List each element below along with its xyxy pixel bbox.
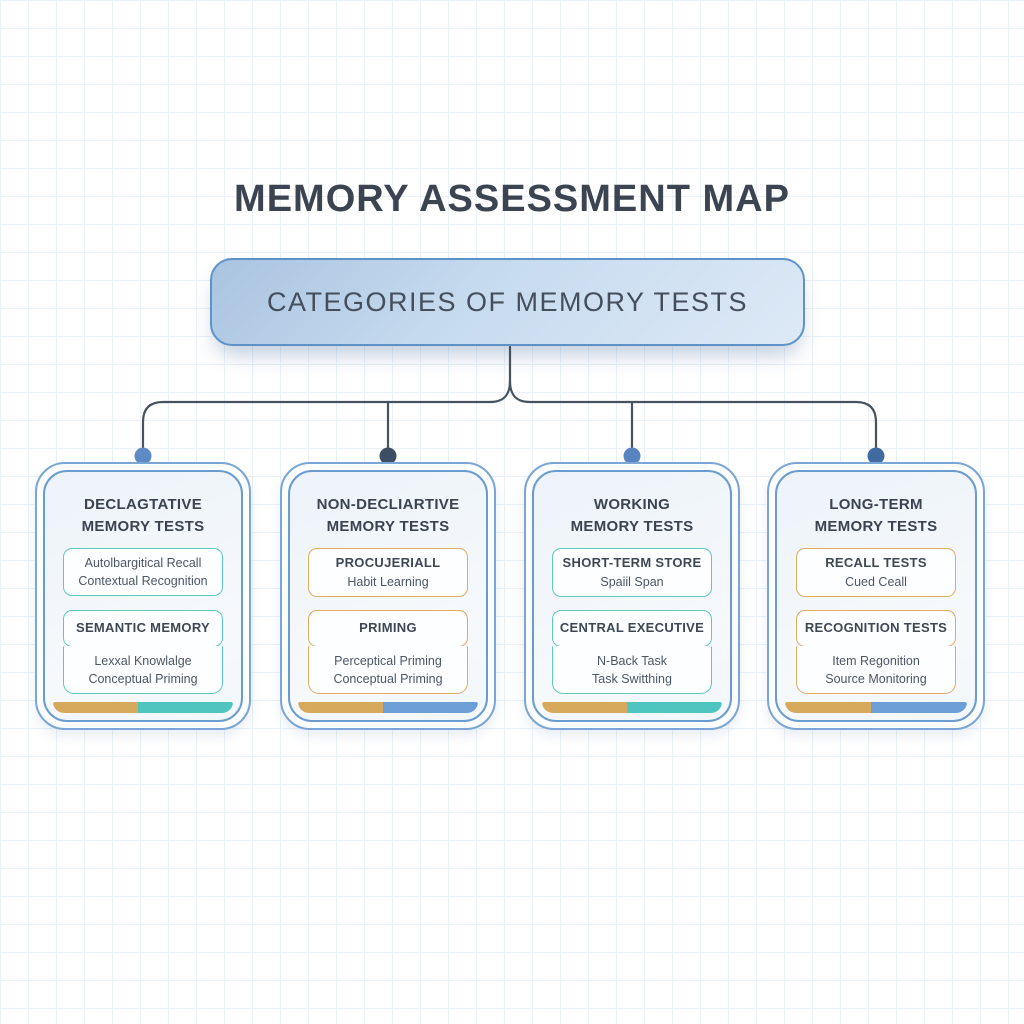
test-box-recall-tests: RECALL TESTS Cued Ceall <box>796 548 956 597</box>
connector-stem-left <box>141 345 512 449</box>
accent-bar-teal-segment <box>137 702 233 713</box>
card-title-line2: MEMORY TESTS <box>570 517 694 535</box>
card-title-line1: DECLAGTATIVE <box>83 496 203 513</box>
test-box-line1: Autolbargitical Recall <box>84 556 202 570</box>
card-declarative-inner: DECLAGTATIVE MEMORY TESTS Autolbargitica… <box>43 470 243 722</box>
card-non-declarative-inner: NON-DECLIARTIVE MEMORY TESTS PROCUJERIAL… <box>288 470 488 722</box>
connector-dot-card4 <box>867 447 885 465</box>
test-box-priming: PRIMING <box>308 610 468 647</box>
card-title-line1: NON-DECLIARTIVE <box>316 496 460 513</box>
test-box-procedural: PROCUJERIALL Habit Learning <box>308 548 468 597</box>
test-box-line2: Conceptual Priming <box>333 672 443 687</box>
accent-bar <box>542 702 722 713</box>
test-box-line1: Perceptical Priming <box>334 654 442 668</box>
test-box-line2: Conceptual Priming <box>88 672 198 687</box>
accent-bar <box>53 702 233 713</box>
card-title-line2: MEMORY TESTS <box>326 517 450 535</box>
test-box-episodic: Autolbargitical Recall Contextual Recogn… <box>63 548 223 597</box>
test-box-line2: Contextual Recognition <box>78 574 208 589</box>
test-box-recognition-tests: RECOGNITION TESTS <box>796 610 956 647</box>
page-title: MEMORY ASSESSMENT MAP <box>234 178 790 220</box>
test-box-semantic-memory: SEMANTIC MEMORY <box>63 610 223 647</box>
card-non-declarative-memory-tests: NON-DECLIARTIVE MEMORY TESTS PROCUJERIAL… <box>280 462 496 730</box>
accent-bar-blue-segment <box>870 702 967 713</box>
test-box-line1: Item Regonition <box>832 654 920 668</box>
accent-bar-teal-segment <box>626 702 722 713</box>
card-working-memory-tests: WORKING MEMORY TESTS SHORT-TERM STORE Sp… <box>524 462 740 730</box>
card-declarative-memory-tests: DECLAGTATIVE MEMORY TESTS Autolbargitica… <box>35 462 251 730</box>
root-node-label: CATEGORIES OF MEMORY TESTS <box>266 286 749 317</box>
test-box-priming-details: Perceptical Priming Conceptual Priming <box>308 646 468 695</box>
card-long-term-inner: LONG-TERM MEMORY TESTS RECALL TESTS Cued… <box>775 470 977 722</box>
card-title-line2: MEMORY TESTS <box>814 517 938 535</box>
connector-dot-card2 <box>379 447 397 465</box>
connector-stem-right <box>508 379 878 449</box>
card-long-term-memory-tests: LONG-TERM MEMORY TESTS RECALL TESTS Cued… <box>767 462 985 730</box>
test-box-line2: Cued Ceall <box>845 574 907 589</box>
test-box-semantic-details: Lexxal Knowlalge Conceptual Priming <box>63 646 223 695</box>
card-declarative-title: DECLAGTATIVE MEMORY TESTS <box>45 494 241 538</box>
accent-bar-gold-segment <box>298 702 383 713</box>
accent-bar <box>298 702 478 713</box>
card-working-inner: WORKING MEMORY TESTS SHORT-TERM STORE Sp… <box>532 470 732 722</box>
card-working-title: WORKING MEMORY TESTS <box>534 494 730 538</box>
accent-bar-gold-segment <box>53 702 138 713</box>
test-box-recognition-details: Item Regonition Source Monitoring <box>796 646 956 695</box>
test-box-line1: PROCUJERIALL <box>335 555 441 570</box>
card-long-term-title: LONG-TERM MEMORY TESTS <box>777 494 975 538</box>
test-box-line2: Task Switthing <box>592 672 672 687</box>
connector-dot-card1 <box>134 447 152 465</box>
connector-dot-card3 <box>623 447 641 465</box>
card-title-line1: WORKING <box>593 496 671 513</box>
accent-bar-gold-segment <box>542 702 627 713</box>
test-box-line1: N-Back Task <box>597 654 667 668</box>
accent-bar-blue-segment <box>382 702 478 713</box>
accent-bar <box>785 702 967 713</box>
test-box-line2: Habit Learning <box>347 574 429 589</box>
test-box-central-executive: CENTRAL EXECUTIVE <box>552 610 712 647</box>
card-title-line1: LONG-TERM <box>829 496 923 513</box>
test-box-line1: RECALL TESTS <box>825 555 927 570</box>
test-box-short-term-store: SHORT-TERM STORE Spaiil Span <box>552 548 712 597</box>
card-non-declarative-title: NON-DECLIARTIVE MEMORY TESTS <box>290 494 486 538</box>
card-title-line2: MEMORY TESTS <box>81 517 205 535</box>
test-box-executive-details: N-Back Task Task Switthing <box>552 646 712 695</box>
test-box-line1: SHORT-TERM STORE <box>562 555 702 570</box>
accent-bar-gold-segment <box>785 702 871 713</box>
test-box-line2: Spaiil Span <box>600 574 664 589</box>
test-box-line2: Source Monitoring <box>825 672 927 687</box>
test-box-line1: Lexxal Knowlalge <box>94 654 192 668</box>
root-node-categories: CATEGORIES OF MEMORY TESTS <box>210 258 805 346</box>
